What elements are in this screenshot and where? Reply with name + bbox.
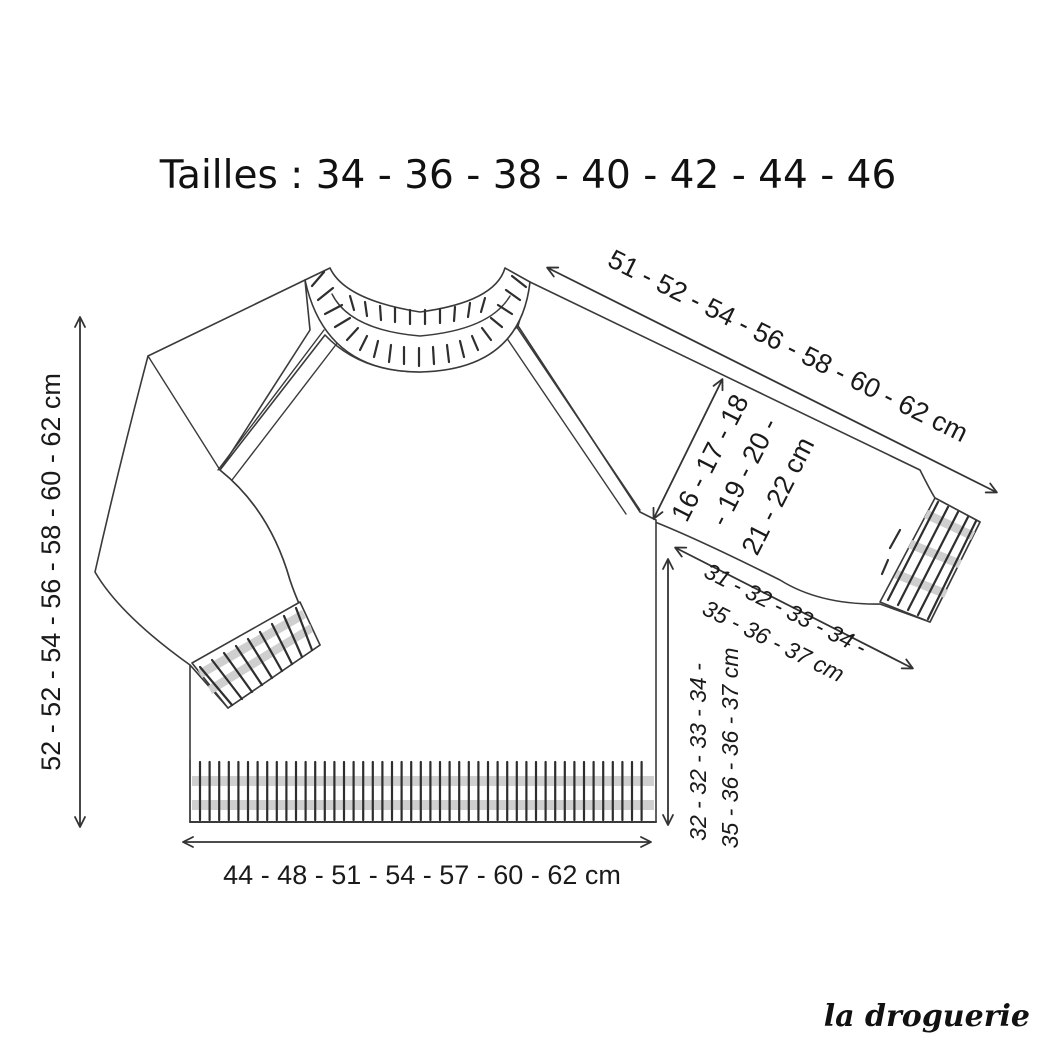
side-label-line1: 32 - 32 - 33 - 34 - <box>685 663 711 841</box>
bottom-ribbing <box>189 759 654 823</box>
side-label-line2: 35 - 36 - 36 - 37 cm <box>717 648 743 849</box>
sleeve-length-arrow <box>546 266 998 494</box>
neckband-inner-edge <box>331 293 511 337</box>
bottom-rib-lines <box>198 760 643 822</box>
length-label: 52 - 52 - 54 - 56 - 58 - 60 - 62 cm <box>36 373 66 771</box>
raglan-seam-left-b <box>231 341 339 481</box>
sweater-drawing <box>94 267 981 823</box>
sizes-title: Tailles : 34 - 36 - 38 - 40 - 42 - 44 - … <box>159 153 897 198</box>
side-length-label: 32 - 32 - 33 - 34 - 35 - 36 - 36 - 37 cm <box>685 648 743 849</box>
width-label: 44 - 48 - 51 - 54 - 57 - 60 - 62 cm <box>223 860 621 890</box>
armhole-depth-arrow <box>652 378 724 520</box>
left-sleeve-fold <box>147 355 221 471</box>
left-cuff-ribbing <box>191 601 321 709</box>
brand-logo: la droguerie <box>824 999 1030 1034</box>
neckband-ribbing <box>310 270 528 368</box>
raglan-seam-left-a <box>217 329 325 471</box>
sleeve-underarm-arrow <box>674 546 914 670</box>
